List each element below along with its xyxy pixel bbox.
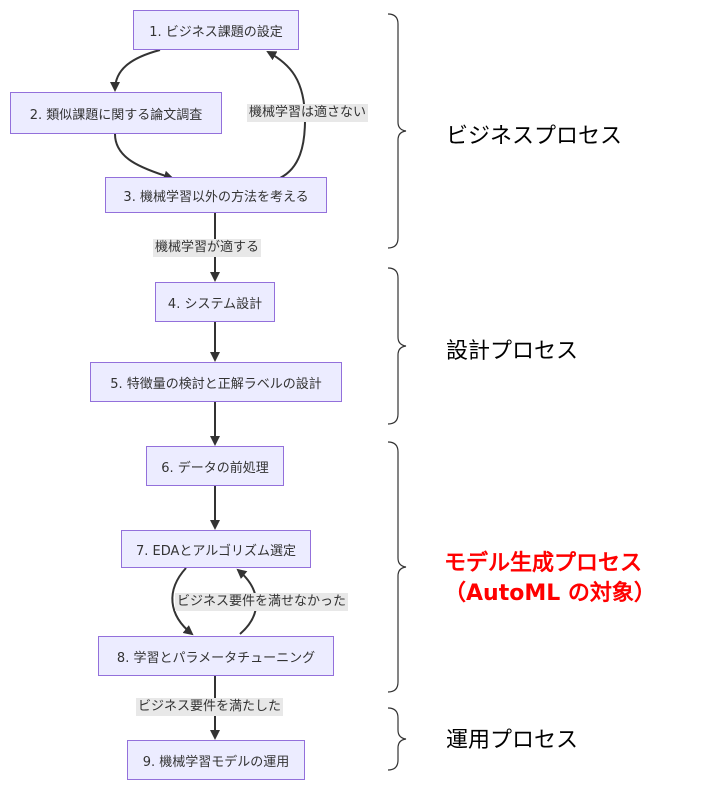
edge-label-biz-not-met: ビジネス要件を満せなかった [175, 593, 349, 611]
node-business-problem: 1. ビジネス課題の設定 [133, 10, 299, 50]
node-paper-survey: 2. 類似課題に関する論文調査 [10, 92, 222, 134]
edge-7-to-8 [171, 567, 194, 636]
node-ml-operation: 9. 機械学習モデルの運用 [127, 740, 305, 780]
node-data-preprocessing: 6. データの前処理 [146, 446, 284, 486]
group-label-business: ビジネスプロセス [446, 124, 623, 149]
brace-design [387, 267, 407, 425]
edge-label-biz-met: ビジネス要件を満たした [136, 698, 284, 716]
node-non-ml-methods: 3. 機械学習以外の方法を考える [105, 177, 327, 213]
node-feature-label-design: 5. 特徴量の検討と正解ラベルの設計 [90, 362, 342, 402]
edge-label-ml-suitable: 機械学習が適する [153, 239, 262, 257]
brace-model [387, 441, 407, 693]
group-label-model-line1: モデル生成プロセス [444, 551, 643, 576]
edge-label-ml-not-suitable: 機械学習は適さない [247, 104, 369, 122]
brace-business [387, 13, 407, 249]
group-label-design: 設計プロセス [446, 339, 579, 364]
node-training-tuning: 8. 学習とパラメータチューニング [98, 636, 334, 676]
group-label-model-generation: モデル生成プロセス （AutoML の対象） [444, 549, 656, 609]
group-label-model-line2: （AutoML の対象） [444, 581, 656, 606]
edge-2-to-3 [114, 133, 174, 181]
group-label-operation: 運用プロセス [446, 728, 579, 753]
brace-operation [387, 707, 407, 771]
node-eda-algorithm: 7. EDAとアルゴリズム選定 [121, 530, 311, 568]
edge-1-to-2 [110, 49, 161, 92]
node-system-design: 4. システム設計 [155, 282, 275, 322]
